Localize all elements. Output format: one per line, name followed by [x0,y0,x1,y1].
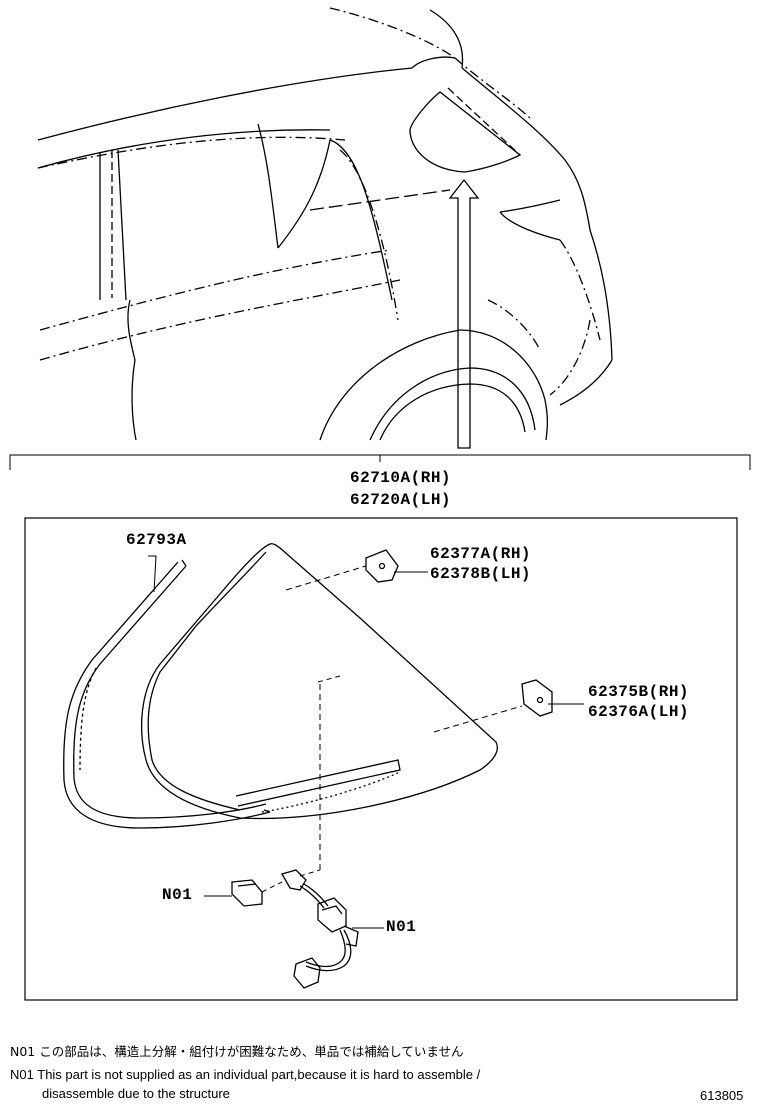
clip-upper-part-number-lh: 62378B(LH) [430,565,532,583]
molding-part-number: 62793A [126,531,187,549]
connector-left [204,879,263,907]
clip-upper [365,549,428,583]
assembly-arrow [448,178,480,449]
figure-number: 613805 [700,1088,744,1103]
molding-part [63,559,271,829]
connector-left-label: N01 [162,886,193,904]
note-jp: N01 この部品は、構造上分解・組付けが困難なため、単品では補給していません [10,1044,464,1060]
clip-lower-part-number-rh: 62375B(RH) [588,683,690,701]
note-jp-code: N01 [10,1044,36,1059]
glass-part-number-rh: 62710A(RH) [350,469,452,487]
clip-lower [521,679,584,717]
note-en-line2: disassemble due to the structure [42,1086,230,1101]
clip-upper-part-number-rh: 62377A(RH) [430,545,532,563]
quarter-glass [140,543,498,820]
note-en-line1: N01 This part is not supplied as an indi… [10,1067,480,1083]
glass-part-number-lh: 62720A(LH) [350,491,452,509]
note-jp-text: この部品は、構造上分解・組付けが困難なため、単品では補給していません [39,1044,464,1059]
vehicle-body-outline [37,7,613,441]
assembly-frame [24,517,738,1001]
harness-label: N01 [386,918,417,936]
wire-harness [281,869,384,989]
note-en-text: This part is not supplied as an individu… [37,1067,481,1082]
note-en-code: N01 [10,1067,34,1082]
clip-lower-part-number-lh: 62376A(LH) [588,703,690,721]
